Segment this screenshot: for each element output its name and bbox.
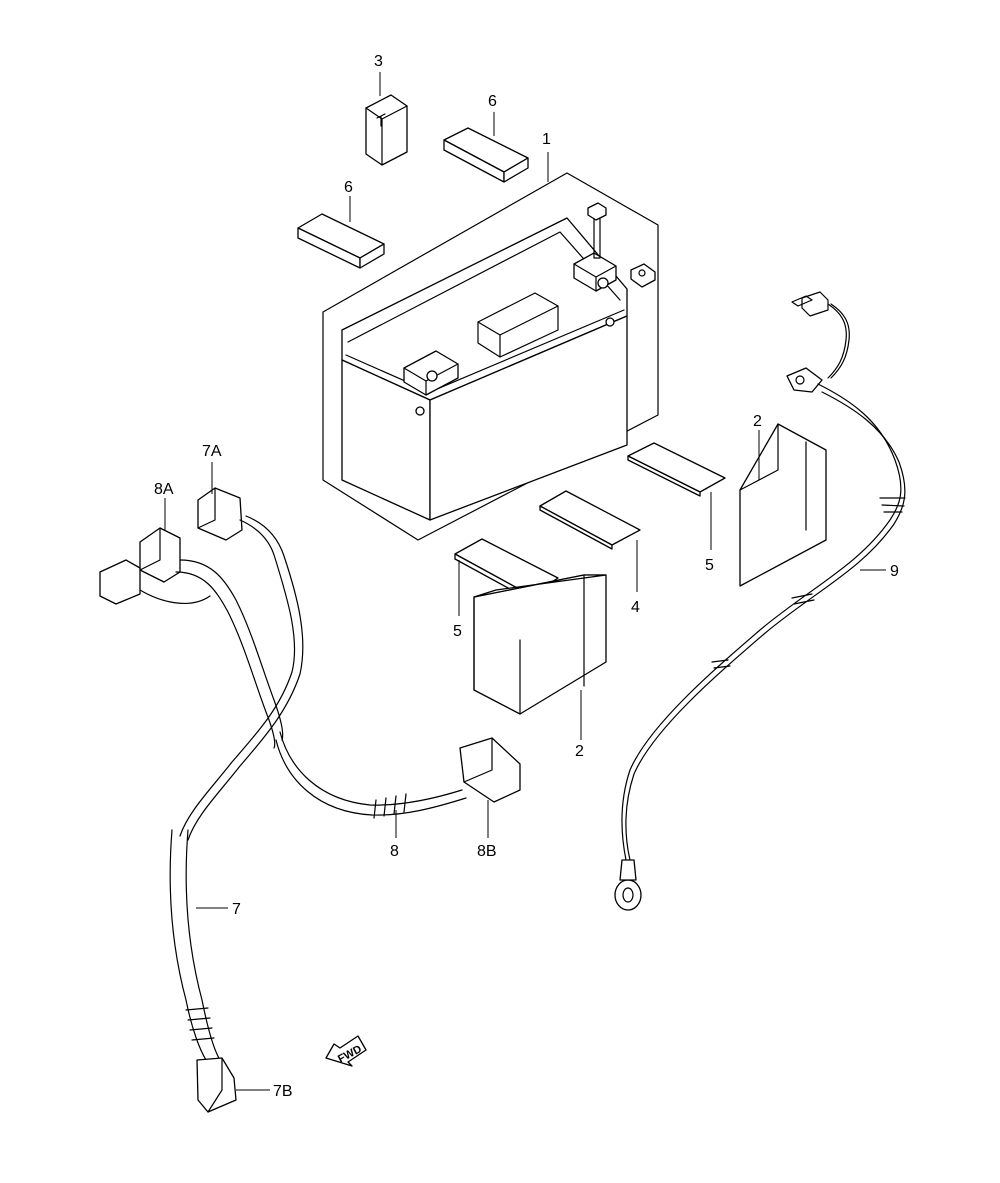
callout-7: 7 <box>232 901 241 918</box>
callout-8a: 8A <box>154 481 174 498</box>
callout-7a: 7A <box>202 443 222 460</box>
callout-6-top: 6 <box>488 93 497 110</box>
positive-terminal <box>573 252 617 292</box>
part-2-holder-right <box>739 423 827 587</box>
part-9-cable <box>614 291 906 911</box>
callout-8b: 8B <box>477 843 497 860</box>
part-6-pad-left <box>297 213 385 269</box>
leader-lines <box>164 72 886 1091</box>
part-5-pad-right <box>627 442 726 497</box>
fwd-arrow-icon: FWD <box>325 1035 367 1067</box>
callout-3: 3 <box>374 53 383 70</box>
callout-6-left: 6 <box>344 179 353 196</box>
part-4-pad <box>539 490 641 550</box>
callout-7b: 7B <box>273 1083 293 1100</box>
part-6-pad-top <box>443 127 529 183</box>
callout-1: 1 <box>542 131 551 148</box>
part-7-cable <box>169 487 304 1113</box>
battery-side <box>429 315 628 521</box>
callout-5-right: 5 <box>705 557 714 574</box>
terminal-nut <box>630 263 656 288</box>
battery-outline-frame <box>322 172 659 541</box>
callout-2-top: 2 <box>753 413 762 430</box>
callout-2-bottom: 2 <box>575 743 584 760</box>
part-3-block <box>365 94 408 166</box>
negative-terminal <box>403 350 459 396</box>
terminal-bolt <box>587 202 607 259</box>
part-8-cable <box>99 527 521 819</box>
fwd-label: FWD <box>336 1043 364 1065</box>
callout-9: 9 <box>890 563 899 580</box>
part-2-holder-bottom <box>473 574 607 715</box>
callout-labels: 1 3 6 6 2 5 4 5 2 7A 8A 8 8B 7 7B 9 <box>154 53 899 1100</box>
callout-5-left: 5 <box>453 623 462 640</box>
callout-8: 8 <box>390 843 399 860</box>
callout-4: 4 <box>631 599 640 616</box>
ring-terminal <box>614 879 642 911</box>
battery-assembly <box>322 172 659 541</box>
